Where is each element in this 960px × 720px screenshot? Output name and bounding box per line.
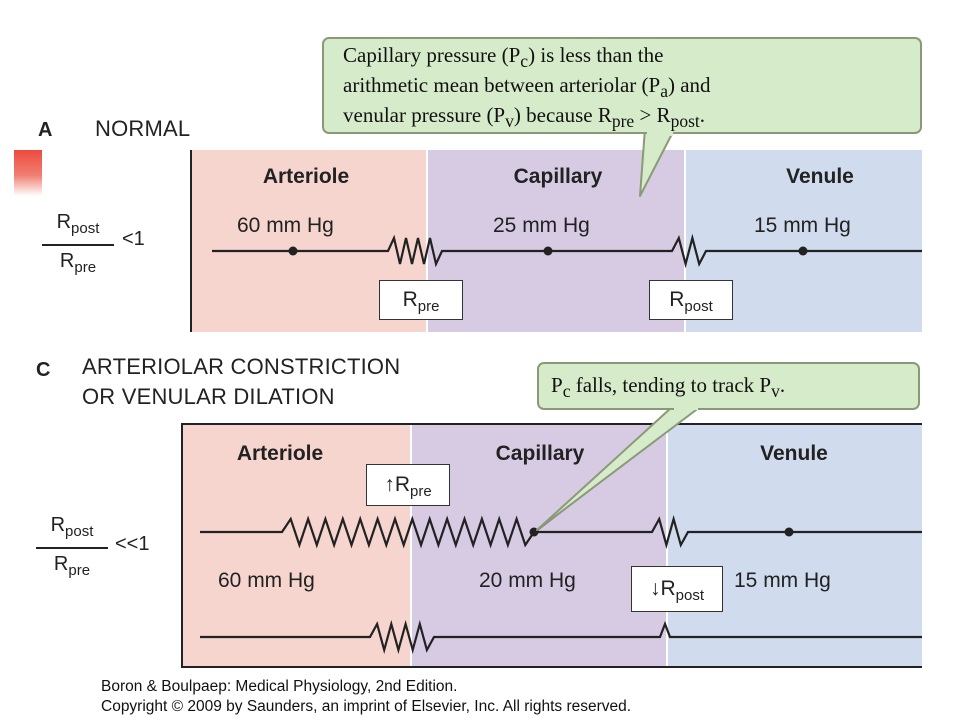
panel-c-arteriole-label: Arteriole [236, 442, 324, 465]
callout-subscript: v [505, 111, 514, 132]
rpre-symbol: R [402, 288, 418, 311]
ratio-denominator-symbol: R [59, 249, 75, 272]
panel-c-heading-line-2: OR VENULAR DILATION [82, 384, 335, 409]
panel-c-top-border [181, 423, 922, 425]
rpre-subscript: pre [409, 483, 432, 501]
panel-c-decreased-rpost-box: ↓Rpost [631, 566, 723, 612]
panel-a-callout: Capillary pressure (Pc) is less than the… [322, 37, 922, 134]
panel-a-capillary-node [543, 246, 553, 256]
panel-c-capillary-label: Capillary [495, 442, 585, 465]
callout-line-3: venular pressure (Pv) because Rpre > Rpo… [343, 103, 920, 133]
callout-subscript: pre [611, 111, 635, 132]
source-credit: Boron & Boulpaep: Medical Physiology, 2n… [101, 677, 631, 717]
panel-c-ratio-relation: <<1 [115, 533, 150, 555]
callout-text: ) and [667, 73, 711, 98]
callout-text: ) because R [513, 103, 612, 128]
panel-c-venule-node [784, 527, 794, 537]
ratio-numerator-subscript: post [65, 523, 94, 540]
callout-line-1: Capillary pressure (Pc) is less than the [343, 43, 920, 73]
ratio-denominator: Rpre [40, 249, 116, 280]
panel-a-divider-1 [426, 150, 428, 332]
callout-subscript: v [771, 381, 780, 402]
panel-a-heading: NORMAL [95, 116, 191, 141]
panel-a-rpre-box: Rpre [379, 280, 463, 320]
ratio-numerator-subscript: post [71, 220, 100, 237]
panel-c-left-border [181, 423, 183, 668]
panel-c-venule-label: Venule [760, 442, 828, 465]
ratio-numerator: Rpost [40, 210, 116, 241]
rpost-symbol: R [669, 288, 685, 311]
panel-c-arteriole-pressure: 60 mm Hg [218, 569, 315, 592]
panel-c-divider-1 [410, 423, 412, 668]
up-arrow-icon: ↑ [384, 473, 395, 496]
panel-a-venule-label: Venule [786, 165, 854, 188]
ratio-numerator: Rpost [34, 513, 110, 544]
down-arrow-icon: ↓ [649, 577, 661, 600]
rpost-subscript: post [675, 587, 705, 605]
panel-c-constricted-vessel-line [200, 514, 922, 550]
panel-a-capillary-label: Capillary [513, 165, 603, 188]
panel-c-dilated-vessel-line [200, 619, 922, 655]
panel-c-callout-pointer-join [674, 405, 698, 410]
panel-a-callout-pointer-join [647, 131, 673, 136]
panel-c-resistance-ratio: Rpost Rpre [34, 513, 110, 583]
ratio-denominator: Rpre [34, 552, 110, 583]
panel-c-venule-region [666, 423, 922, 668]
callout-text: Capillary pressure (P [343, 43, 521, 67]
callout-subscript: c [520, 51, 529, 72]
callout-text: arithmetic mean between arteriolar (P [343, 73, 661, 98]
slide-accent-bar [14, 150, 42, 196]
credit-line-1: Boron & Boulpaep: Medical Physiology, 2n… [101, 678, 458, 695]
panel-c-callout-pointer [536, 406, 701, 531]
rpre-symbol: R [394, 473, 410, 496]
callout-subscript: post [670, 111, 700, 132]
panel-a-venule-node [798, 246, 808, 256]
callout-text: . [779, 373, 786, 397]
ratio-fraction-bar [36, 547, 108, 549]
panel-c-increased-rpre-box: ↑Rpre [366, 464, 450, 506]
ratio-numerator-symbol: R [50, 514, 66, 536]
panel-a-rpost-box: Rpost [649, 280, 733, 320]
callout-text: > R [634, 103, 671, 128]
callout-text: falls, tending to track P [570, 373, 772, 397]
rpost-symbol: R [660, 577, 676, 600]
callout-text: P [551, 373, 563, 397]
panel-a-capillary-pressure: 25 mm Hg [493, 214, 590, 237]
callout-subscript: c [562, 381, 571, 402]
callout-text: . [699, 103, 705, 128]
panel-a-letter: A [38, 119, 53, 141]
ratio-denominator-subscript: pre [68, 561, 91, 579]
rpre-subscript: pre [417, 298, 440, 316]
panel-c-heading-line-1: ARTERIOLAR CONSTRICTION [82, 354, 401, 379]
callout-line-2: arithmetic mean between arteriolar (Pa) … [343, 73, 920, 103]
panel-a-left-border [190, 150, 192, 332]
panel-a-arteriole-pressure: 60 mm Hg [237, 214, 334, 237]
credit-line-2: Copyright © 2009 by Saunders, an imprint… [101, 698, 632, 715]
panel-c-bottom-border [181, 666, 922, 668]
panel-c-capillary-pressure: 20 mm Hg [479, 569, 576, 592]
panel-a-resistance-ratio: Rpost Rpre [40, 210, 116, 280]
ratio-denominator-symbol: R [53, 552, 69, 575]
ratio-numerator-symbol: R [56, 211, 72, 233]
ratio-denominator-subscript: pre [74, 258, 97, 276]
panel-a-ratio-relation: <1 [122, 228, 145, 250]
panel-c-arteriole-region [181, 423, 410, 668]
panel-c-letter: C [36, 359, 51, 381]
callout-text: ) is less than the [528, 43, 664, 67]
panel-a-vessel-line [212, 233, 922, 269]
ratio-fraction-bar [42, 244, 114, 246]
panel-a-arteriole-node [288, 246, 298, 256]
panel-c-callout: Pc falls, tending to track Pv. [537, 362, 920, 410]
rpost-subscript: post [684, 298, 713, 316]
callout-subscript: a [660, 81, 668, 102]
panel-a-divider-2 [684, 150, 686, 332]
panel-c-venule-pressure: 15 mm Hg [734, 569, 831, 592]
panel-a-venule-pressure: 15 mm Hg [754, 214, 851, 237]
callout-text: venular pressure (P [343, 103, 506, 128]
panel-a-arteriole-label: Arteriole [262, 165, 350, 188]
